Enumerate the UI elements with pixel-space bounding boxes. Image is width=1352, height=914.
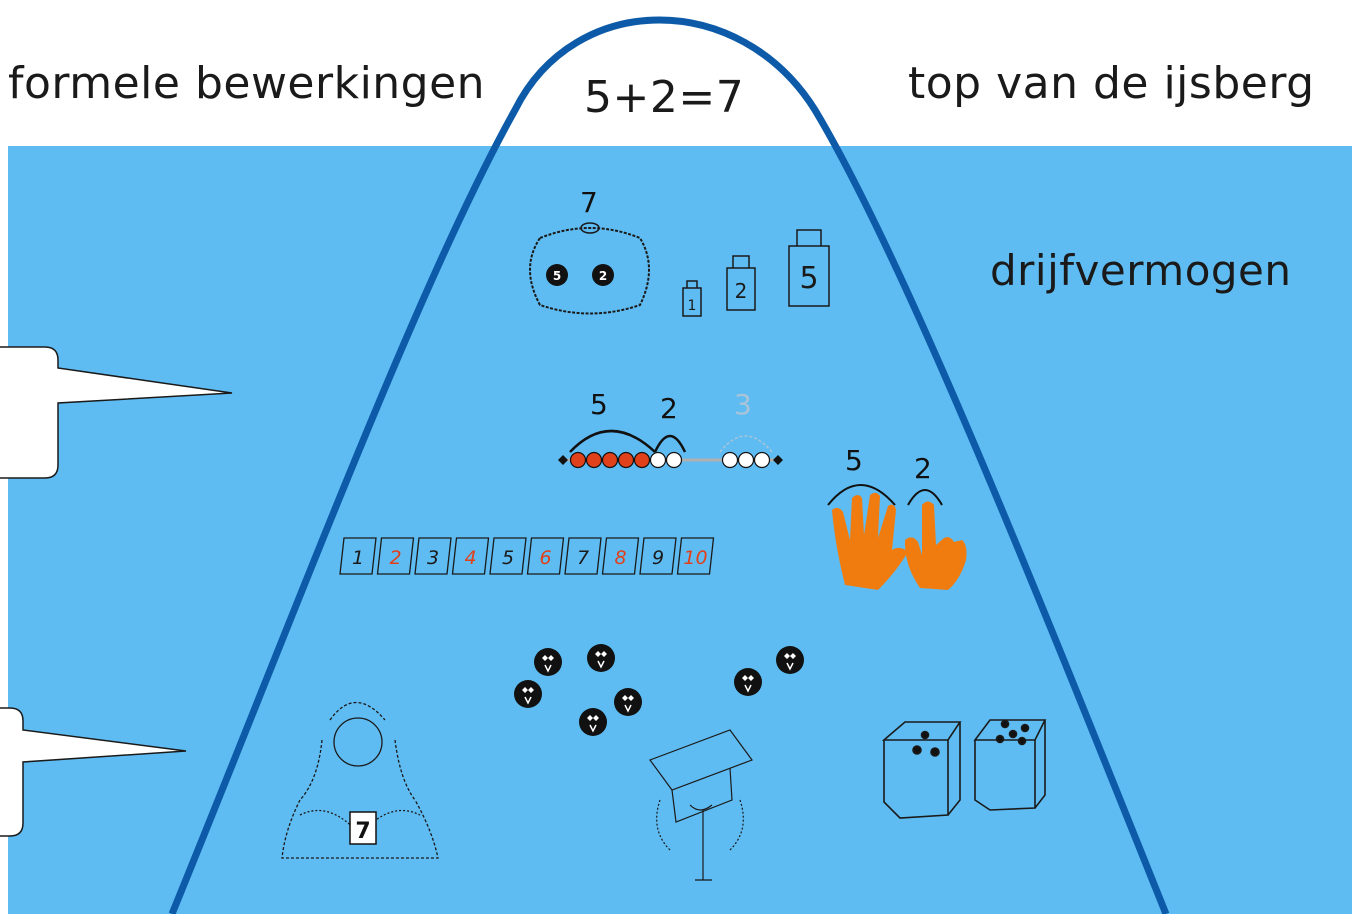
coin-5: 5 xyxy=(553,269,561,283)
bead-arc-3: 3 xyxy=(734,388,752,421)
card-number: 5 xyxy=(502,547,514,569)
bird-icon xyxy=(776,646,804,674)
number-card: 9 xyxy=(639,537,677,575)
number-card: 7 xyxy=(564,537,602,575)
left-hand-icon xyxy=(832,492,908,590)
white-bead xyxy=(737,451,755,469)
card-number: 4 xyxy=(464,547,476,569)
card-number: 3 xyxy=(427,547,439,569)
equation-label: 5+2=7 xyxy=(584,72,745,123)
bird-icon xyxy=(514,680,542,708)
red-bead xyxy=(569,451,587,469)
child-card-number: 7 xyxy=(355,819,370,844)
hands-illustration: 5 2 xyxy=(827,444,967,590)
number-card: 2 xyxy=(376,537,415,575)
red-bead xyxy=(601,451,619,469)
bead-arc-5: 5 xyxy=(590,388,608,421)
birds-illustration xyxy=(514,644,804,736)
white-bead xyxy=(649,451,667,469)
red-bead xyxy=(617,451,635,469)
card-number: 8 xyxy=(614,547,626,569)
number-card: 4 xyxy=(451,537,490,575)
iceberg-outline xyxy=(168,16,1170,914)
card-number: 10 xyxy=(683,547,707,569)
hand-arc-2: 2 xyxy=(914,452,932,485)
number-card: 3 xyxy=(414,537,452,575)
card-number: 2 xyxy=(389,547,401,569)
hand-arc-5: 5 xyxy=(845,444,863,477)
card-number: 7 xyxy=(577,547,589,569)
bird-icon xyxy=(614,688,642,716)
child-illustration: 7 xyxy=(281,702,439,859)
label-formal-operations: formele bewerkingen xyxy=(8,58,486,109)
birdhouse-illustration xyxy=(649,729,753,881)
number-card: 5 xyxy=(489,537,527,575)
weight-1-label: 1 xyxy=(688,298,697,314)
red-bead xyxy=(633,451,651,469)
white-bead xyxy=(753,451,771,469)
number-cards: 1 2 3 4 5 6 7 8 9 10 xyxy=(339,537,715,575)
white-bead xyxy=(721,451,739,469)
number-card: 8 xyxy=(601,537,640,575)
purse-illustration: 7 5 2 xyxy=(529,186,650,315)
bird-icon xyxy=(534,648,562,676)
number-card: 10 xyxy=(676,537,715,575)
bird-icon xyxy=(734,668,762,696)
number-card: 6 xyxy=(526,537,565,575)
coin-2: 2 xyxy=(599,269,607,283)
bead-arc-2: 2 xyxy=(660,392,678,425)
red-bead xyxy=(585,451,603,469)
card-number: 1 xyxy=(352,547,364,569)
card-number: 9 xyxy=(652,547,664,569)
number-card: 1 xyxy=(339,537,377,575)
label-buoyancy: drijfvermogen xyxy=(990,246,1292,295)
weight-5-label: 5 xyxy=(799,261,818,296)
right-hand-icon xyxy=(904,501,967,590)
dice-illustration xyxy=(881,719,1047,819)
speech-bubble-lower xyxy=(0,707,187,837)
card-number: 6 xyxy=(539,547,551,569)
white-bead xyxy=(665,451,683,469)
weight-2-label: 2 xyxy=(735,279,748,303)
speech-bubble-upper xyxy=(0,346,233,479)
bird-icon xyxy=(587,644,615,672)
weights-illustration: 1 2 5 xyxy=(682,229,830,317)
water-area xyxy=(8,146,1352,914)
bead-string: 5 2 3 xyxy=(558,388,783,469)
bird-icon xyxy=(579,708,607,736)
label-iceberg-top: top van de ijsberg xyxy=(908,58,1315,109)
purse-total-number: 7 xyxy=(580,186,598,219)
